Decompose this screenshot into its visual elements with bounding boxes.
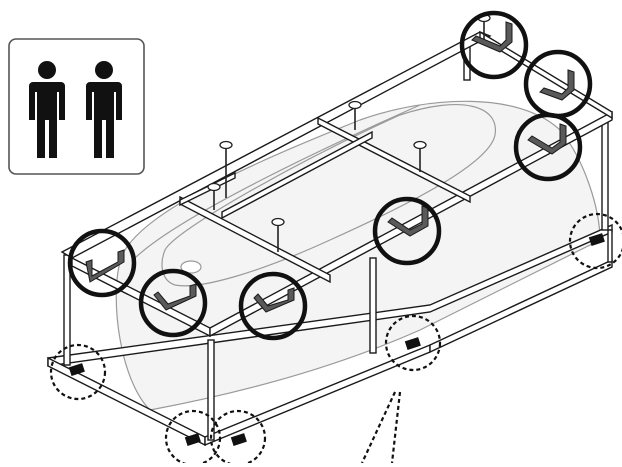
leader-line [361,391,396,464]
top-frame [60,30,613,338]
callout-circle [67,228,137,298]
person-icon [29,61,65,158]
callout-circle [238,271,308,341]
base-frame [47,223,613,447]
mounting-brackets [85,21,575,313]
bathtub-rim [134,104,421,259]
person-icon [86,61,122,158]
bathtub-basin [161,104,496,287]
callout-circle [138,268,208,338]
callout-circle [513,112,583,182]
dashed-callout-circle [568,212,622,270]
dashed-callouts [49,212,622,467]
dashed-callout-circle [49,343,107,401]
frame-feet [68,233,605,446]
callout-circle [372,196,442,266]
solid-callouts [67,10,593,341]
leader-line [390,391,402,464]
callout-circle [459,10,529,80]
two-persons-badge [8,38,145,175]
adjustment-bolts [207,13,491,252]
dashed-callout-circle [384,314,442,372]
drain-icon [180,260,202,274]
